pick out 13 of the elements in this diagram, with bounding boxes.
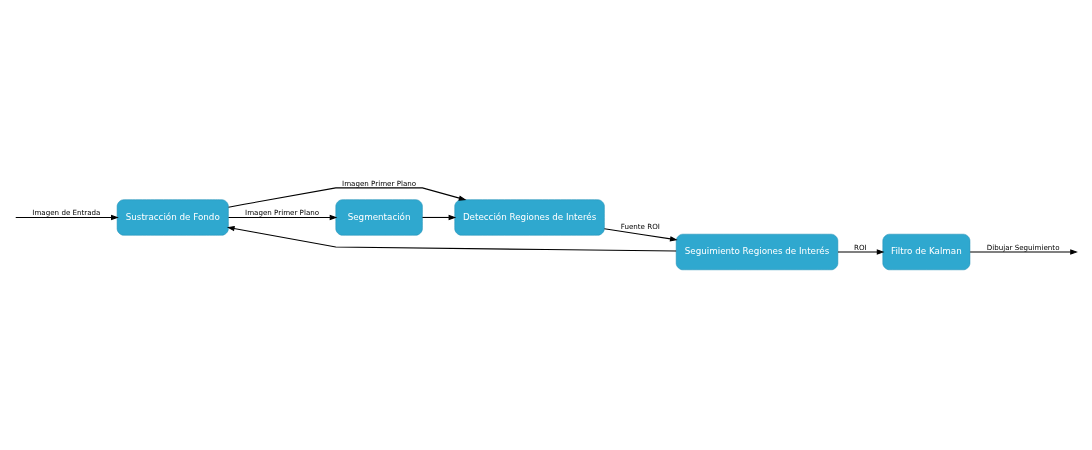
arrow	[837, 249, 885, 255]
arrow	[421, 214, 457, 221]
arrow	[228, 214, 338, 221]
node-box: Sustracción de Fondo	[116, 199, 229, 236]
arrow	[15, 214, 119, 221]
arrow	[227, 187, 467, 208]
arrow	[603, 228, 678, 242]
arrow	[969, 249, 1078, 255]
node-box: Seguimiento Regiones de Interés	[675, 233, 839, 271]
node-box: Detección Regiones de Interés	[454, 199, 605, 236]
node-box: Filtro de Kalman	[882, 233, 971, 271]
node-box: Segmentación	[335, 199, 423, 236]
arrow	[226, 225, 677, 252]
